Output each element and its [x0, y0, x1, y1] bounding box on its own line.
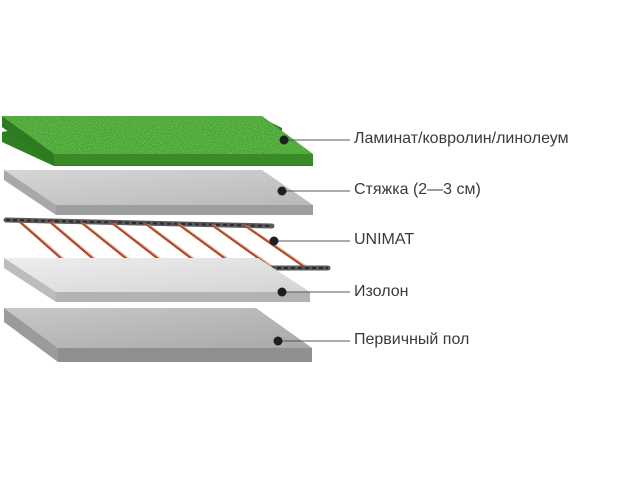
pointer-dot-subfloor	[273, 336, 283, 346]
label-screed: Стяжка (2—3 см)	[354, 181, 481, 198]
subfloor-layer	[4, 308, 312, 362]
pointer-dot-laminate	[279, 135, 289, 145]
laminate-layer	[2, 116, 313, 166]
label-unimat: UNIMAT	[354, 231, 415, 248]
leader-lines	[274, 139, 350, 342]
pointer-dot-izolon	[277, 287, 287, 297]
pointer-dot-unimat	[269, 236, 279, 246]
label-subfloor: Первичный пол	[354, 331, 470, 348]
izolon-layer	[4, 258, 310, 302]
screed-layer	[4, 170, 313, 215]
pointer-dot-screed	[277, 186, 287, 196]
label-izolon: Изолон	[354, 283, 409, 300]
label-laminate: Ламинат/ковролин/линолеум	[354, 130, 569, 147]
